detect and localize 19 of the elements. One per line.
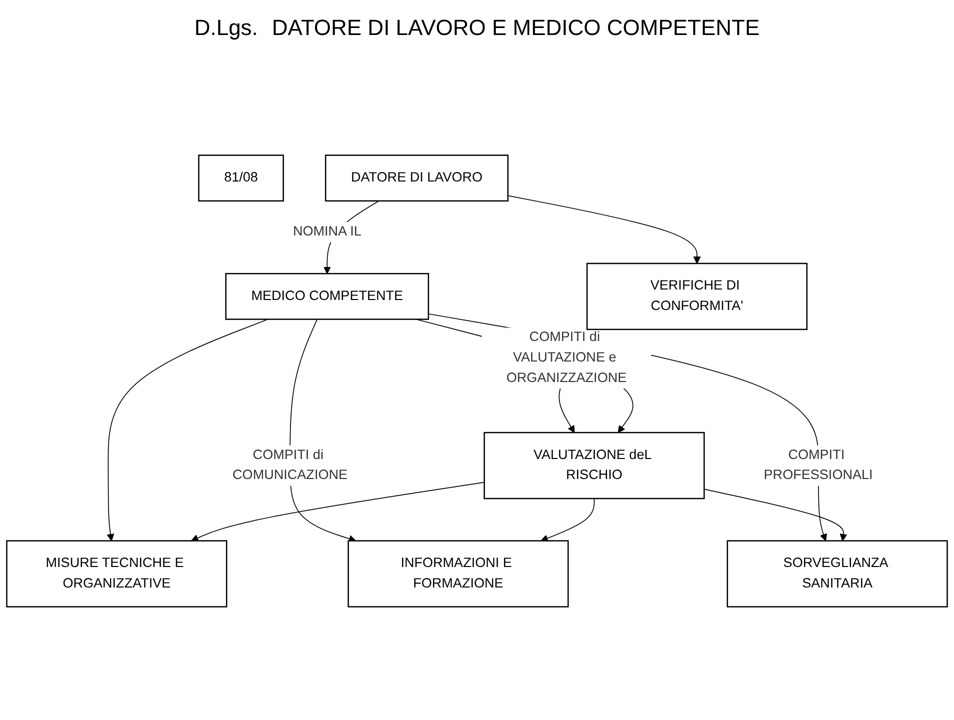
node-box: 81/08 (198, 154, 284, 202)
node-box: MEDICO COMPETENTE (225, 272, 430, 320)
edge-label: NOMINA IL (292, 224, 362, 239)
node-box: VERIFICHE DI CONFORMITA' (586, 262, 808, 330)
arrow (507, 195, 701, 264)
edge-label: COMPITI di COMUNICAZIONE (232, 448, 348, 482)
arrow (191, 482, 485, 542)
node-box: VALUTAZIONE deL RISCHIO (484, 432, 705, 500)
edge-label: COMPITI PROFESSIONALI (764, 448, 873, 482)
node-box: SORVEGLIANZA SANITARIA (726, 540, 948, 608)
arrow (704, 488, 848, 542)
node-box: MISURE TECNICHE E ORGANIZZATIVE (6, 540, 228, 608)
edge-label: COMPITI di VALUTAZIONE e ORGANIZZAZIONE (506, 330, 627, 386)
arrow (106, 318, 268, 542)
diagram-title: DATORE DI LAVORO E MEDICO COMPETENTE (272, 15, 760, 41)
law-reference: D.Lgs. (194, 15, 258, 41)
node-box: DATORE DI LAVORO (324, 154, 509, 202)
node-box: INFORMAZIONI E FORMAZIONE (348, 540, 569, 608)
arrow (540, 498, 595, 542)
